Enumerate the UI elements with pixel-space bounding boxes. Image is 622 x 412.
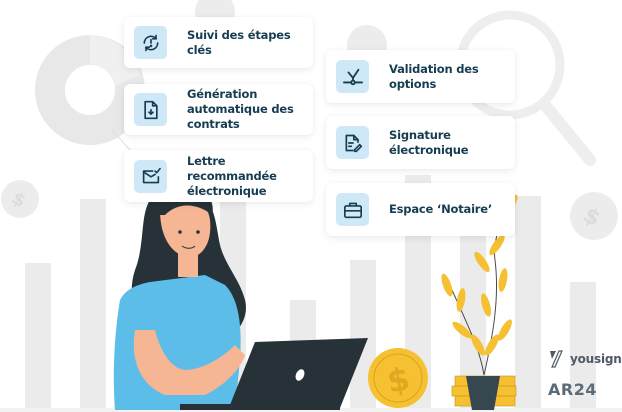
feature-label: Suivi des étapes clés [187,27,291,57]
feature-label: Validation des options [389,61,479,91]
yousign-wordmark: yousign [570,352,622,366]
refresh-alert-icon [134,26,167,59]
feature-card-lettre: Lettre recommandée électronique [124,150,313,202]
feature-card-generation: Génération automatique des contrats [124,84,313,135]
ar24-logo: AR24 [548,380,597,399]
gold-coin-graphic: $ [368,348,428,408]
feature-card-espace-notaire: Espace ‘Notaire’ [326,183,515,236]
woman-illustration [113,187,368,410]
feature-label: Génération automatique des contrats [187,87,294,131]
plant-illustration [441,189,518,410]
mail-check-icon [134,159,167,193]
yousign-mark-icon [550,350,563,368]
feature-label: Espace ‘Notaire’ [389,202,493,216]
file-download-icon [134,93,167,126]
briefcase-icon [336,193,369,226]
feature-label: Signature électronique [389,127,469,157]
file-sign-icon [336,126,369,159]
branch-check-icon [336,60,369,93]
feature-card-signature: Signature électronique [326,116,515,169]
feature-card-suivi: Suivi des étapes clés [124,17,313,68]
feature-card-validation: Validation des options [326,50,515,103]
yousign-logo: yousign [548,350,622,368]
partner-logos: yousign AR24 [548,350,622,399]
feature-label: Lettre recommandée électronique [187,153,277,198]
